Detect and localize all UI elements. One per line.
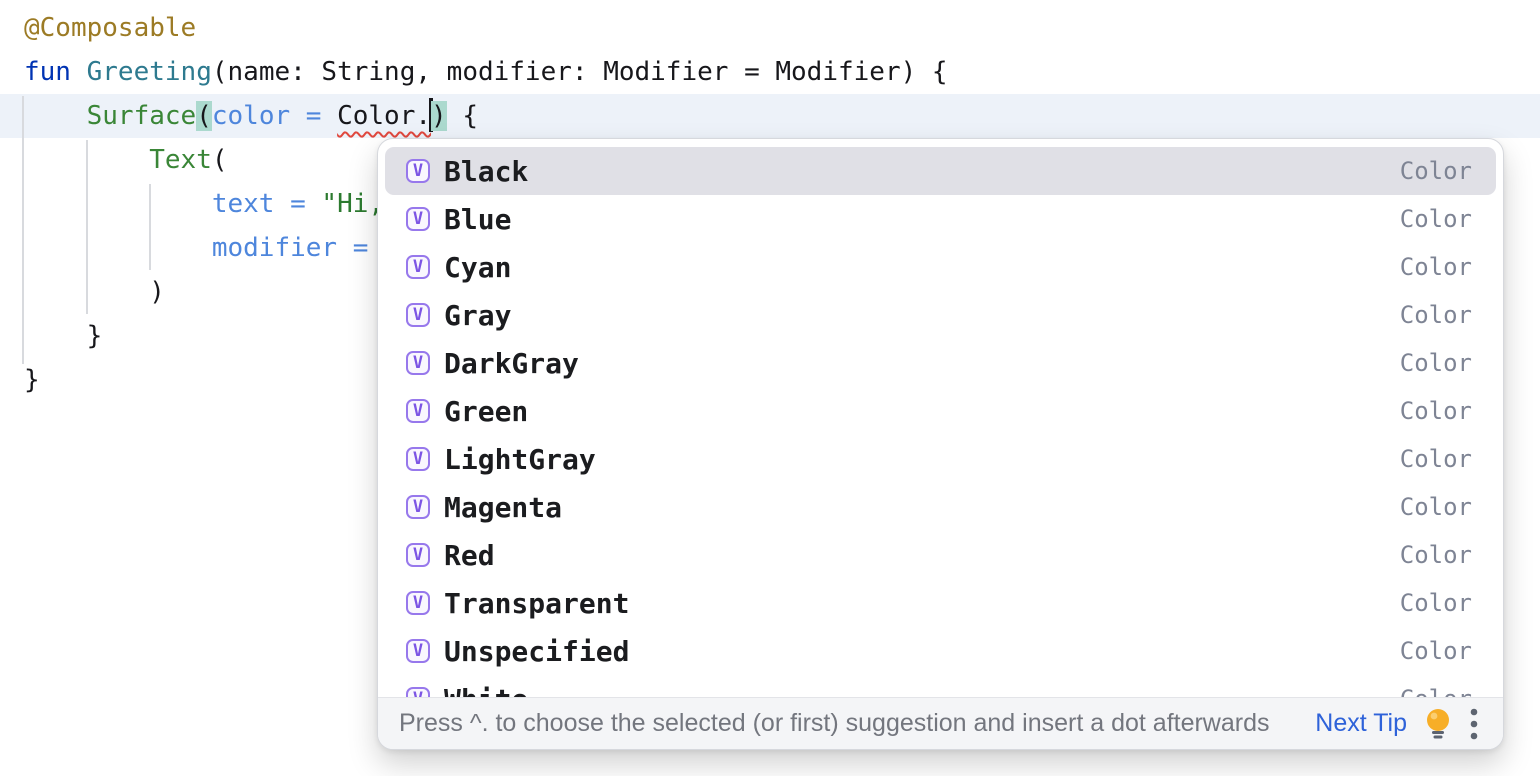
completion-item-label: Unspecified <box>444 634 630 668</box>
indent-guide <box>86 140 88 314</box>
completion-item-white[interactable]: V White Color <box>385 675 1496 697</box>
completion-item-darkgray[interactable]: V DarkGray Color <box>385 339 1496 387</box>
value-icon: V <box>406 591 430 615</box>
completion-popup-footer: Press ^. to choose the selected (or firs… <box>378 697 1503 749</box>
value-icon: V <box>406 687 430 697</box>
code-token: } <box>24 365 40 395</box>
code-token: fun <box>24 57 71 87</box>
kebab-menu-icon[interactable] <box>1469 705 1479 743</box>
code-token: text = <box>211 189 322 219</box>
completion-item-red[interactable]: V Red Color <box>385 531 1496 579</box>
value-icon: V <box>406 639 430 663</box>
completion-item-label: Blue <box>444 202 512 236</box>
code-token: Greeting <box>86 57 212 87</box>
completion-item-type: Color <box>1399 253 1472 281</box>
completion-item-type: Color <box>1399 349 1472 377</box>
lightbulb-icon[interactable] <box>1423 707 1453 741</box>
code-line[interactable]: modifier = <box>24 226 384 270</box>
next-tip-link[interactable]: Next Tip <box>1315 709 1407 737</box>
code-token: (name: String, modifier: Modifier = Modi… <box>211 57 948 87</box>
completion-item-blue[interactable]: V Blue Color <box>385 195 1496 243</box>
code-line[interactable]: } <box>24 314 103 358</box>
completion-item-type: Color <box>1399 205 1472 233</box>
code-token: "Hi, <box>321 189 385 219</box>
completion-item-cyan[interactable]: V Cyan Color <box>385 243 1496 291</box>
completion-item-label: DarkGray <box>444 346 579 380</box>
code-token: modifier = <box>211 233 385 263</box>
caret-line-highlight <box>0 94 1540 138</box>
completion-item-type: Color <box>1399 493 1472 521</box>
value-icon: V <box>406 447 430 471</box>
completion-item-label: Gray <box>444 298 512 332</box>
value-icon: V <box>406 399 430 423</box>
code-line[interactable]: } <box>24 358 40 402</box>
completion-item-label: LightGray <box>444 442 596 476</box>
completion-item-gray[interactable]: V Gray Color <box>385 291 1496 339</box>
completion-item-type: Color <box>1399 397 1472 425</box>
code-token: ( <box>196 101 212 131</box>
completion-item-type: Color <box>1399 589 1472 617</box>
completion-item-label: Transparent <box>444 586 630 620</box>
completion-item-black[interactable]: V Black Color <box>385 147 1496 195</box>
code-line[interactable]: fun Greeting(name: String, modifier: Mod… <box>24 50 948 94</box>
value-icon: V <box>406 303 430 327</box>
code-token: @Composable <box>24 13 197 43</box>
code-token: ( <box>211 145 228 175</box>
code-line[interactable]: @Composable <box>24 6 196 50</box>
completion-item-green[interactable]: V Green Color <box>385 387 1496 435</box>
completion-item-label: Cyan <box>444 250 512 284</box>
code-token: Surface <box>86 101 197 131</box>
code-line[interactable]: Text( <box>24 138 228 182</box>
completion-item-label: Green <box>444 394 529 428</box>
indent-guide <box>149 184 151 270</box>
indent-guide <box>22 96 24 364</box>
completion-item-type: Color <box>1399 541 1472 569</box>
value-icon: V <box>406 351 430 375</box>
code-line[interactable]: Surface(color = Color.) { <box>24 94 478 138</box>
value-icon: V <box>406 159 430 183</box>
footer-hint-text: Press ^. to choose the selected (or firs… <box>399 709 1270 737</box>
code-token: ) <box>24 277 165 307</box>
code-token: } <box>24 321 103 351</box>
code-token <box>24 145 149 175</box>
code-token <box>24 233 212 263</box>
completion-item-type: Color <box>1399 157 1472 185</box>
completion-item-label: Magenta <box>444 490 563 524</box>
completion-item-label: Black <box>444 154 529 188</box>
value-icon: V <box>406 495 430 519</box>
code-token <box>24 189 212 219</box>
code-token: color = <box>211 101 338 131</box>
code-token: Text <box>149 145 212 175</box>
completion-item-type: Color <box>1399 637 1472 665</box>
code-token <box>71 57 87 87</box>
completion-item-magenta[interactable]: V Magenta Color <box>385 483 1496 531</box>
code-token: { <box>446 101 478 131</box>
completion-item-label: White <box>444 683 528 698</box>
completion-item-type: Color <box>1399 445 1472 473</box>
code-line[interactable]: text = "Hi, <box>24 182 384 226</box>
completion-item-label: Red <box>444 538 495 572</box>
value-icon: V <box>406 207 430 231</box>
completion-item-type: Color <box>1399 301 1472 329</box>
completion-item-type: Color <box>1400 685 1472 697</box>
code-token <box>24 101 87 131</box>
code-token: ) <box>431 101 447 131</box>
completion-item-lightgray[interactable]: V LightGray Color <box>385 435 1496 483</box>
completion-item-unspecified[interactable]: V Unspecified Color <box>385 627 1496 675</box>
code-token: Color. <box>337 101 432 131</box>
value-icon: V <box>406 543 430 567</box>
value-icon: V <box>406 255 430 279</box>
completion-item-transparent[interactable]: V Transparent Color <box>385 579 1496 627</box>
code-line[interactable]: ) <box>24 270 165 314</box>
